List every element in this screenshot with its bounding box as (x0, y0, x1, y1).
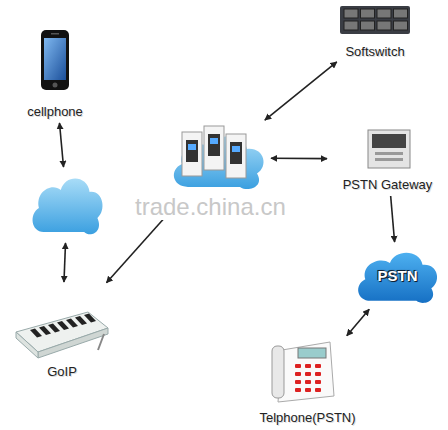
node-box: PSTN (355, 245, 440, 307)
connector (64, 243, 66, 282)
connector (265, 62, 337, 120)
softswitch-icon (340, 6, 410, 34)
desk-phone (272, 342, 334, 402)
gateway-icon (368, 130, 410, 168)
watermark: trade.china.cn (133, 194, 288, 220)
node-box: Softswitch (330, 2, 420, 60)
node-box (168, 122, 268, 194)
node-label: GoIP (45, 364, 79, 380)
goip-device (16, 312, 108, 358)
node-label: Softswitch (343, 44, 406, 60)
connector (271, 158, 327, 160)
connector (347, 309, 369, 335)
connector (391, 196, 395, 242)
node-label: PSTN Gateway (341, 177, 435, 193)
node-label: cellphone (25, 104, 85, 120)
node-box: GoIP (12, 285, 112, 380)
node-box (28, 170, 106, 240)
pstn-cloud (358, 253, 437, 303)
node-box: cellphone (15, 28, 95, 120)
connector (59, 123, 63, 167)
node-box: PSTN Gateway (330, 125, 445, 193)
server-cluster (174, 126, 264, 189)
node-label: Telphone(PSTN) (257, 410, 357, 426)
node-box: Telphone(PSTN) (250, 338, 365, 426)
cloud (33, 179, 103, 235)
cellphone-icon (41, 30, 69, 90)
node-label: PSTN (375, 268, 419, 284)
